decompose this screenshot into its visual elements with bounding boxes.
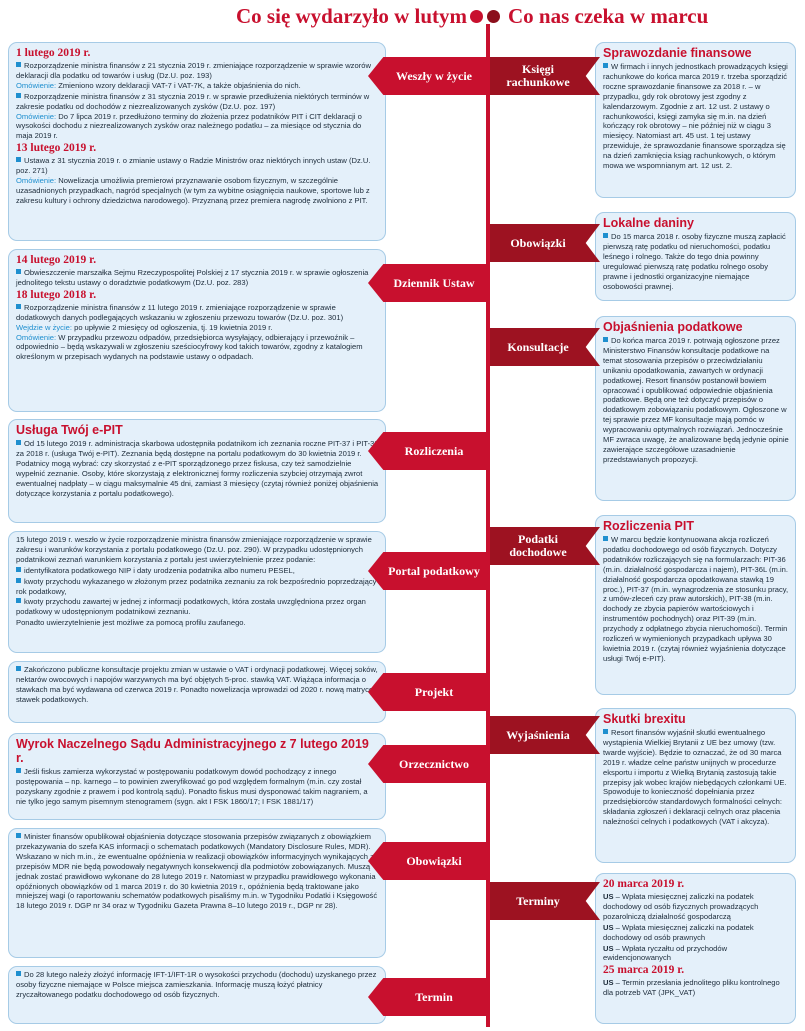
square-bullet-icon (16, 666, 21, 671)
section-title: Wyrok Naczelnego Sądu Administracyjnego … (16, 737, 369, 765)
box-terminy: 20 marca 2019 r. US – Wpłata miesięcznej… (595, 873, 796, 1024)
header-right-title: Co nas czeka w marcu (508, 4, 709, 28)
square-bullet-icon (16, 577, 21, 583)
square-bullet-icon (16, 92, 21, 98)
entry: US – Wpłata ryczałtu od przychodów ewide… (603, 943, 728, 963)
square-bullet-icon (16, 971, 21, 976)
entry: US – Wpłata miesięcznej zaliczki na poda… (603, 922, 754, 942)
section-title: Skutki brexitu (603, 712, 686, 726)
list-item: identyfikatora podatkowego NIP i daty ur… (16, 566, 379, 576)
box-termin: Do 28 lutego należy złożyć informację IF… (8, 966, 386, 1024)
entry: Ustawa z 31 stycznia 2019 r. o zmianie u… (16, 156, 371, 205)
box-weszly: 1 lutego 2019 r. Rozporządzenie ministra… (8, 42, 386, 241)
square-bullet-icon (16, 566, 21, 572)
entry: US – Wpłata miesięcznej zaliczki na poda… (603, 892, 759, 921)
square-bullet-icon (16, 303, 21, 309)
entry: W firmach i innych jednostkach prowadząc… (603, 62, 788, 171)
ribbon-termin: Termin (368, 978, 486, 1016)
square-bullet-icon (16, 62, 21, 67)
section-title: Rozliczenia PIT (603, 519, 694, 533)
square-bullet-icon (16, 440, 21, 445)
ribbon-obowiazki-left: Obowiązki (368, 842, 486, 880)
entry: 15 lutego 2019 r. weszło w życie rozporz… (16, 535, 372, 564)
ribbon-konsultacje: Konsultacje (490, 328, 600, 366)
box-dziennik: 14 lutego 2019 r. Obwieszczenie marszałk… (8, 249, 386, 412)
ribbon-dziennik: Dziennik Ustaw (368, 264, 486, 302)
entry: Obwieszczenie marszałka Sejmu Rzeczyposp… (16, 268, 369, 287)
box-rozliczenia: Usługa Twój e-PIT Od 15 lutego 2019 r. a… (8, 419, 386, 523)
ribbon-obowiazki-right: Obowiązki (490, 224, 600, 262)
header-left-title: Co się wydarzyło w lutym (236, 4, 467, 28)
square-bullet-icon (16, 833, 21, 838)
ribbon-ksiegi: Księgi rachunkowe (490, 57, 600, 95)
date-heading: 25 marca 2019 r. (603, 964, 685, 977)
square-bullet-icon (603, 63, 608, 68)
entry: Ponadto uwierzytelnienie jest możliwe za… (16, 618, 246, 628)
entry: Zakończono publiczne konsultacje projekt… (16, 665, 378, 704)
entry: Od 15 lutego 2019 r. administracja skarb… (16, 439, 379, 498)
date-heading: 18 lutego 2018 r. (16, 288, 97, 301)
date-heading: 20 marca 2019 r. (603, 878, 685, 890)
square-bullet-icon (16, 598, 21, 604)
box-ksiegi: Sprawozdanie finansowe W firmach i innyc… (595, 42, 796, 198)
box-podatki: Rozliczenia PIT W marcu będzie kontynuow… (595, 515, 796, 695)
date-heading: 1 lutego 2019 r. (16, 47, 91, 59)
square-bullet-icon (16, 768, 21, 773)
entry: Rozporządzenie ministra finansów z 21 st… (16, 61, 371, 90)
ribbon-projekt: Projekt (368, 673, 486, 711)
square-bullet-icon (16, 157, 21, 163)
date-heading: 14 lutego 2019 r. (16, 254, 97, 266)
ribbon-podatki: Podatki dochodowe (490, 527, 600, 565)
entry: Minister finansów opublikował objaśnieni… (16, 832, 378, 911)
ribbon-terminy: Terminy (490, 882, 600, 920)
box-konsultacje: Objaśnienia podatkowe Do końca marca 201… (595, 316, 796, 501)
timeline-dot-left (470, 10, 483, 23)
entry: Rozporządzenie ministra finansów z 11 lu… (16, 302, 363, 362)
entry: US – Termin przesłania jednolitego pliku… (603, 978, 780, 998)
ribbon-weszly: Weszły w życie (368, 57, 486, 95)
entry: Do 15 marca 2018 r. osoby fizyczne muszą… (603, 232, 786, 291)
entry: W marcu będzie kontynuowana akcja rozlic… (603, 535, 789, 663)
entry: Do 28 lutego należy złożyć informację IF… (16, 970, 377, 999)
date-heading: 13 lutego 2019 r. (16, 142, 97, 155)
square-bullet-icon (603, 233, 608, 238)
timeline-dot-right (487, 10, 500, 23)
ribbon-orzecznictwo: Orzecznictwo (368, 745, 486, 783)
entry: Resort finansów wyjaśnił skutki ewentual… (603, 728, 787, 827)
list-item: kwoty przychodu zawartej w jednej z info… (16, 597, 366, 617)
timeline-line (486, 24, 490, 1027)
ribbon-portal: Portal podatkowy (368, 552, 486, 590)
box-portal: 15 lutego 2019 r. weszło w życie rozporz… (8, 531, 386, 653)
square-bullet-icon (603, 536, 608, 541)
entry: Do końca marca 2019 r. potrwają ogłoszon… (603, 336, 789, 464)
box-projekt: Zakończono publiczne konsultacje projekt… (8, 661, 386, 723)
section-title: Usługa Twój e-PIT (16, 423, 123, 437)
square-bullet-icon (603, 337, 608, 342)
box-obowiazki: Minister finansów opublikował objaśnieni… (8, 828, 386, 958)
box-wyjasnienia: Skutki brexitu Resort finansów wyjaśnił … (595, 708, 796, 863)
entry: Rozporządzenie ministra finansów z 31 st… (16, 91, 370, 141)
list-item: kwoty przychodu wykazanego w złożonym pr… (16, 576, 377, 596)
section-title: Sprawozdanie finansowe (603, 46, 752, 60)
square-bullet-icon (16, 269, 21, 274)
box-orzecznictwo: Wyrok Naczelnego Sądu Administracyjnego … (8, 733, 386, 820)
entry: Jeśli fiskus zamierza wykorzystać w post… (16, 767, 368, 806)
square-bullet-icon (603, 729, 608, 734)
box-lokalne-daniny: Lokalne daniny Do 15 marca 2018 r. osoby… (595, 212, 796, 301)
ribbon-rozliczenia: Rozliczenia (368, 432, 486, 470)
ribbon-wyjasnienia: Wyjaśnienia (490, 716, 600, 754)
section-title: Lokalne daniny (603, 216, 694, 230)
section-title: Objaśnienia podatkowe (603, 320, 743, 334)
